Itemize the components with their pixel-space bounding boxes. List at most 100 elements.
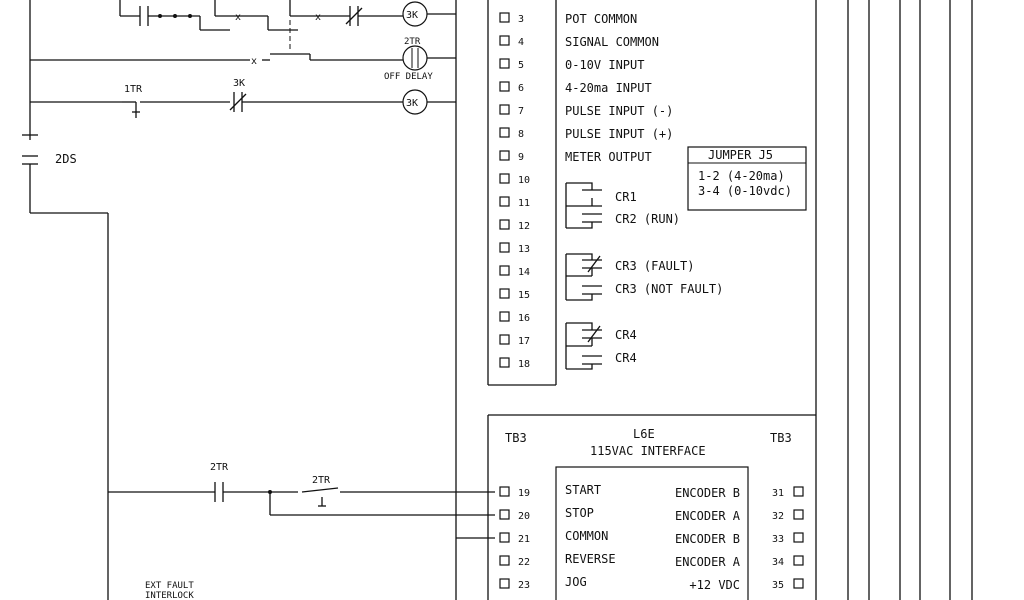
terminal-number: 15 xyxy=(518,290,530,301)
terminal-square[interactable] xyxy=(499,334,510,345)
timer-2tr-label: 2TR xyxy=(404,37,421,47)
right-rails xyxy=(847,0,973,600)
terminal-number: 14 xyxy=(518,267,530,278)
terminal-number: 18 xyxy=(518,359,530,370)
coil-3k-mid-label: 3K xyxy=(406,98,418,109)
terminal-number: 9 xyxy=(518,152,524,163)
terminal-label: METER OUTPUT xyxy=(565,150,652,164)
terminal-square[interactable] xyxy=(499,58,510,69)
off-delay-label: OFF DELAY xyxy=(384,72,433,82)
terminal-square[interactable] xyxy=(499,12,510,23)
terminal-label: STOP xyxy=(565,506,594,520)
terminal-label: ENCODER A xyxy=(675,555,741,569)
tb2-terminal-row: 6 4-20ma INPUT xyxy=(499,81,652,95)
terminal-number: 4 xyxy=(518,37,524,48)
jumper-j5-box: JUMPER J5 1-2 (4-20ma) 3-4 (0-10vdc) xyxy=(687,146,807,211)
terminal-square[interactable] xyxy=(499,35,510,46)
switch-2ds-label: 2DS xyxy=(55,152,77,166)
ladder-section: x x 3K x 2TR OFF DELAY 1TR xyxy=(22,0,495,600)
tb3-right-row: ENCODER A 32 xyxy=(675,509,804,523)
relay-contacts: CR1 CR2 (RUN) CR3 (FAULT) CR3 (NOT FAULT… xyxy=(565,182,723,370)
terminal-number: 3 xyxy=(518,14,524,25)
terminal-label: SIGNAL COMMON xyxy=(565,35,659,49)
tb3-right-header: TB3 xyxy=(770,431,792,445)
tb2-terminal-row: 16 xyxy=(499,311,530,324)
terminal-number: 16 xyxy=(518,313,530,324)
terminal-label: POT COMMON xyxy=(565,12,637,26)
terminal-number: 13 xyxy=(518,244,530,255)
terminal-square[interactable] xyxy=(499,104,510,115)
contact-3k-label: 3K xyxy=(233,78,245,89)
terminal-square[interactable] xyxy=(499,555,510,566)
terminal-label: 4-20ma INPUT xyxy=(565,81,652,95)
relay-cr4-b-label: CR4 xyxy=(615,351,637,365)
terminal-number: 20 xyxy=(518,511,530,522)
terminal-square[interactable] xyxy=(499,219,510,230)
terminal-square[interactable] xyxy=(499,81,510,92)
terminal-square[interactable] xyxy=(499,357,510,368)
jumper-title: JUMPER J5 xyxy=(708,148,773,162)
jumper-line-1: 1-2 (4-20ma) xyxy=(698,169,785,183)
terminal-square[interactable] xyxy=(499,311,510,322)
terminal-square[interactable] xyxy=(499,288,510,299)
terminal-square[interactable] xyxy=(499,509,510,520)
terminal-square[interactable] xyxy=(499,242,510,253)
terminal-number: 5 xyxy=(518,60,524,71)
tb3-left-row: 20 STOP xyxy=(499,506,594,522)
tb2-terminal-row: 11 xyxy=(499,196,530,209)
terminal-number: 34 xyxy=(772,557,784,568)
terminal-square[interactable] xyxy=(499,127,510,138)
terminal-label: REVERSE xyxy=(565,552,616,566)
contact-1tr-label: 1TR xyxy=(124,84,143,95)
terminal-square[interactable] xyxy=(793,578,804,589)
jumper-line-2: 3-4 (0-10vdc) xyxy=(698,184,792,198)
tb2-terminal-row: 14 xyxy=(499,265,530,278)
terminal-number: 19 xyxy=(518,488,530,499)
terminal-number: 10 xyxy=(518,175,530,186)
terminal-label: JOG xyxy=(565,575,587,589)
relay-cr4-a-label: CR4 xyxy=(615,328,637,342)
terminal-square[interactable] xyxy=(793,486,804,497)
tb2-terminal-row: 17 xyxy=(499,334,530,347)
relay-cr3-not-fault-label: CR3 (NOT FAULT) xyxy=(615,282,723,296)
tb2-terminal-row: 12 xyxy=(499,219,530,232)
terminal-label: PULSE INPUT (+) xyxy=(565,127,673,141)
terminal-square[interactable] xyxy=(499,150,510,161)
tb3-left-row: 19 START xyxy=(499,483,601,499)
terminal-square[interactable] xyxy=(793,532,804,543)
terminal-label: START xyxy=(565,483,601,497)
tb2-terminal-row: 5 0-10V INPUT xyxy=(499,58,644,72)
tb2-terminal-row: 2POT WIPER xyxy=(518,0,631,3)
terminal-square[interactable] xyxy=(793,509,804,520)
terminal-label: PULSE INPUT (-) xyxy=(565,104,673,118)
contact-2tr-b-label: 2TR xyxy=(312,475,331,486)
terminal-square[interactable] xyxy=(793,555,804,566)
terminal-number: 11 xyxy=(518,198,530,209)
terminal-number: 8 xyxy=(518,129,524,140)
tb2-terminal-row: 3 POT COMMON xyxy=(499,12,637,26)
relay-cr3-fault-label: CR3 (FAULT) xyxy=(615,259,694,273)
terminal-square[interactable] xyxy=(499,265,510,276)
tb2-terminal-strip: 2POT WIPER 3 POT COMMON 4 SIGNAL COMMON 5 0-10… xyxy=(487,0,817,416)
terminal-number: 17 xyxy=(518,336,530,347)
terminal-number: 6 xyxy=(518,83,524,94)
terminal-number: 12 xyxy=(518,221,530,232)
terminal-square[interactable] xyxy=(499,532,510,543)
terminal-number: 35 xyxy=(772,580,784,591)
terminal-label: ENCODER A xyxy=(675,509,741,523)
terminal-square[interactable] xyxy=(499,173,510,184)
terminal-square[interactable] xyxy=(499,578,510,589)
terminal-number: 32 xyxy=(772,511,784,522)
terminal-square[interactable] xyxy=(499,196,510,207)
terminal-square[interactable] xyxy=(499,486,510,497)
terminal-number: 2 xyxy=(518,0,524,2)
terminal-label: 0-10V INPUT xyxy=(565,58,644,72)
terminal-number: 31 xyxy=(772,488,784,499)
tb2-terminal-row: 13 xyxy=(499,242,530,255)
